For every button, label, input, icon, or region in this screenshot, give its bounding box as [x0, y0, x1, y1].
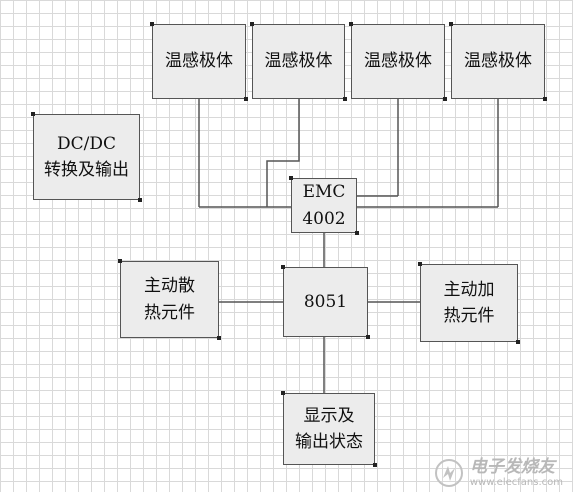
sensor-1-label: 温感极体: [165, 51, 233, 72]
heater-block: 主动加 热元件: [418, 262, 520, 344]
sensor-4-label: 温感极体: [464, 51, 532, 72]
watermark-url: www.elecfans.com: [469, 477, 563, 488]
sensor-2-label: 温感极体: [264, 51, 333, 72]
display-label: 显示及 输出状态: [295, 405, 363, 452]
display-output-block: 显示及 输出状态: [281, 391, 377, 467]
heater-label: 主动加 热元件: [443, 279, 495, 326]
temperature-sensor-3: 温感极体: [349, 22, 447, 101]
mcu-label: 8051: [303, 291, 348, 312]
dcdc-converter-block: DC/DC 转换及输出: [31, 112, 142, 202]
mcu-block: 8051: [281, 265, 370, 339]
temperature-sensor-4: 温感极体: [449, 22, 547, 101]
watermark-title: 电子发烧友: [469, 457, 555, 478]
cooler-block: 主动散 热元件: [118, 259, 221, 340]
temperature-sensor-2: 温感极体: [250, 22, 347, 101]
sensor-3-label: 温感极体: [364, 51, 432, 72]
emc-label: EMC 4002: [302, 182, 346, 229]
sensor-2-wire: [266, 99, 300, 207]
elecfans-logo-icon: [434, 459, 463, 487]
cooler-label: 主动散 热元件: [144, 276, 195, 323]
temperature-sensor-1: 温感极体: [150, 22, 248, 101]
watermark: 电子发烧友 www.elecfans.com: [434, 458, 563, 488]
dcdc-label: DC/DC 转换及输出: [44, 133, 129, 180]
emc-controller-block: EMC 4002: [289, 176, 359, 235]
